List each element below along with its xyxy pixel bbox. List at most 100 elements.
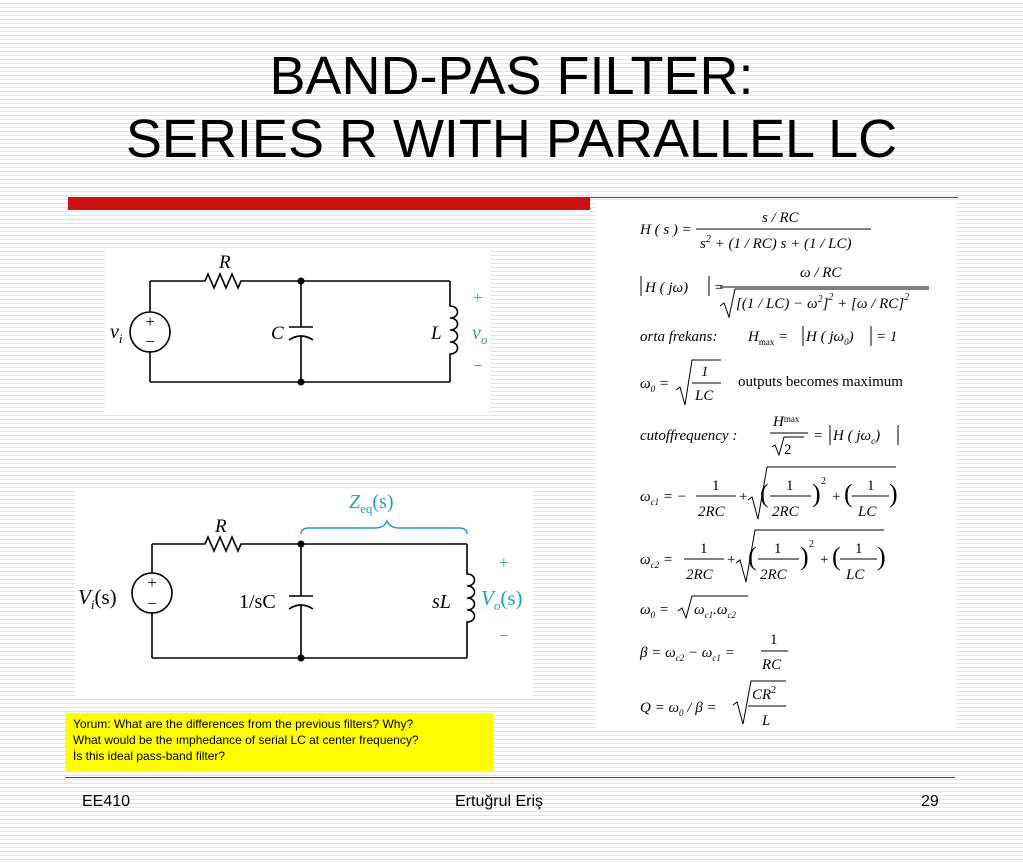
svg-text:2RC: 2RC	[698, 504, 726, 520]
svg-text:ωc1 = −: ωc1 = −	[640, 489, 687, 507]
svg-text:ω0 =: ω0 =	[640, 376, 669, 394]
c1-out-sub: o	[481, 332, 488, 347]
svg-text:ω0 =: ω0 =	[640, 602, 669, 620]
svg-text:s / RC: s / RC	[762, 210, 800, 226]
svg-text:+: +	[727, 552, 735, 568]
svg-text:vo: vo	[472, 322, 488, 347]
svg-text:1: 1	[701, 364, 709, 380]
svg-text:=: =	[714, 280, 724, 296]
svg-text:+: +	[832, 489, 840, 505]
c1-out-label: v	[472, 322, 481, 344]
svg-text:2: 2	[821, 476, 826, 487]
svg-text:β = ωc2 − ωc1 =: β = ωc2 − ωc1 =	[639, 645, 735, 663]
c1-source-sub: i	[119, 331, 123, 346]
svg-text:(: (	[844, 479, 853, 508]
svg-text:[(1 / LC) − ω2]2 + [ω / RC]2: [(1 / LC) − ω2]2 + [ω / RC]2	[736, 292, 909, 312]
c1-source-label: v	[110, 321, 119, 343]
title-underline-line	[590, 197, 958, 198]
svg-text:RC: RC	[761, 657, 782, 673]
c2-plus: +	[499, 553, 509, 572]
svg-text:Hmax =: Hmax =	[747, 329, 788, 347]
svg-text:1: 1	[774, 541, 782, 557]
svg-text:(: (	[832, 542, 841, 571]
svg-text:= 1: = 1	[876, 329, 897, 345]
svg-text:ωc2 =: ωc2 =	[640, 552, 673, 570]
svg-text:−: −	[147, 594, 157, 613]
svg-text:1: 1	[770, 632, 778, 648]
svg-text:2: 2	[784, 442, 792, 458]
comment-line-2: What would be the ımphedance of serial L…	[73, 733, 419, 747]
max-note: outputs becomes maximum	[738, 374, 903, 390]
c2-out-sub: o	[494, 598, 501, 613]
comment-line-3: İs this ideal pass-band filter?	[73, 749, 226, 763]
svg-text:ω / RC: ω / RC	[800, 265, 842, 281]
svg-text:): )	[877, 542, 886, 571]
svg-text:Zeq(s): Zeq(s)	[349, 491, 394, 516]
svg-text:Hmax: Hmax	[772, 414, 800, 430]
circuit-diagram-1: + − vi R C L + vo −	[105, 250, 490, 415]
zeq-sub: eq	[360, 501, 373, 516]
c1-plus: +	[473, 288, 483, 307]
svg-text:2RC: 2RC	[772, 504, 800, 520]
svg-text:1: 1	[712, 478, 720, 494]
svg-text:(: (	[760, 479, 769, 508]
svg-text:): )	[812, 479, 821, 508]
svg-text:Q = ω0 / β =: Q = ω0 / β =	[640, 700, 717, 718]
svg-text:vi: vi	[110, 321, 123, 346]
svg-text:1: 1	[700, 541, 708, 557]
svg-text:Vi(s): Vi(s)	[78, 585, 117, 612]
svg-text:2RC: 2RC	[760, 567, 788, 583]
title-underline-bar	[68, 197, 590, 210]
svg-text:): )	[889, 479, 898, 508]
c2-capacitor-label: 1/sC	[239, 591, 276, 613]
c2-out-label: V	[481, 586, 496, 610]
svg-text:L: L	[761, 713, 770, 729]
c2-inductor-label: sL	[432, 591, 451, 613]
svg-text:CR2: CR2	[752, 685, 776, 703]
footer-divider	[65, 777, 955, 778]
title-line-2: SERIES R WITH PARALLEL LC	[125, 109, 898, 169]
c2-source-arg: (s)	[94, 585, 116, 609]
slide-title: BAND-PAS FILTER: SERIES R WITH PARALLEL …	[0, 45, 1023, 171]
c2-out-arg: (s)	[500, 586, 522, 610]
cutoff-label: cutoffrequency :	[640, 428, 737, 444]
c2-resistor-label: R	[214, 516, 227, 537]
equations-panel: H ( s ) = s / RC s2 + (1 / RC) s + (1 / …	[596, 200, 956, 730]
footer-page-number: 29	[921, 793, 939, 810]
zeq-arg: (s)	[372, 491, 393, 513]
svg-text:H ( jωc): H ( jωc)	[832, 428, 880, 446]
center-freq-label: orta frekans:	[640, 329, 717, 345]
svg-text:ωc1.ωc2: ωc1.ωc2	[694, 602, 736, 620]
svg-text:LC: LC	[857, 504, 877, 520]
svg-text:1: 1	[855, 541, 863, 557]
svg-text:2RC: 2RC	[686, 567, 714, 583]
svg-text:+: +	[739, 489, 747, 505]
svg-text:1: 1	[867, 478, 875, 494]
svg-text:+: +	[145, 312, 155, 331]
svg-text:LC: LC	[694, 388, 714, 404]
title-line-1: BAND-PAS FILTER:	[269, 46, 754, 106]
svg-text:(: (	[748, 542, 757, 571]
comment-box: Yorum: What are the differences from the…	[65, 713, 493, 771]
svg-text:−: −	[145, 332, 155, 351]
svg-text:Vo(s): Vo(s)	[481, 586, 523, 613]
c1-capacitor-label: C	[271, 323, 284, 344]
footer-course: EE410	[82, 793, 131, 810]
c2-minus: −	[499, 626, 509, 645]
svg-text:=: =	[814, 428, 822, 444]
c2-source-label: V	[78, 585, 93, 609]
svg-text:1: 1	[786, 478, 794, 494]
svg-text:H ( s ) =: H ( s ) =	[639, 222, 692, 238]
svg-text:2: 2	[809, 539, 814, 550]
svg-text:): )	[800, 542, 809, 571]
c2-source-sub: i	[91, 597, 95, 612]
svg-text:H ( jω0): H ( jω0)	[805, 329, 854, 347]
svg-text:LC: LC	[845, 567, 865, 583]
comment-line-1: Yorum: What are the differences from the…	[73, 717, 414, 731]
svg-text:+: +	[820, 552, 828, 568]
svg-text:H ( jω): H ( jω)	[644, 280, 688, 296]
c1-resistor-label: R	[218, 252, 231, 273]
svg-text:+: +	[147, 573, 157, 592]
svg-text:s2 + (1 / RC) s + (1 / LC): s2 + (1 / RC) s + (1 / LC)	[700, 234, 852, 252]
footer-author: Ertuğrul Eriş	[455, 793, 544, 810]
